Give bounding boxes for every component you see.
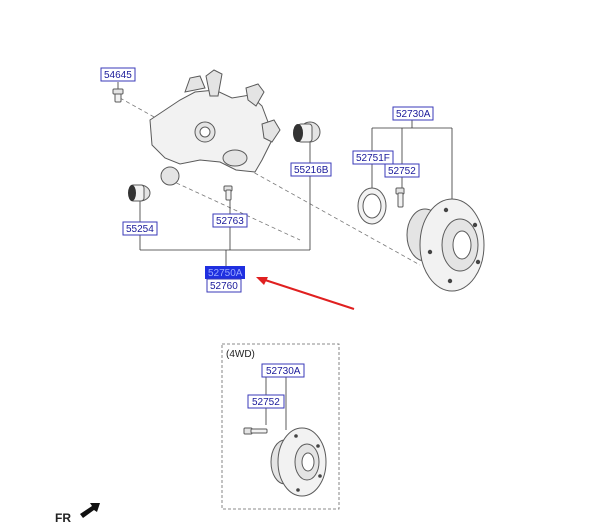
bolt-54645 <box>112 88 124 103</box>
svg-text:52730A: 52730A <box>266 366 301 377</box>
variant-title: (4WD) <box>226 349 255 360</box>
svg-text:52751F: 52751F <box>356 153 390 164</box>
bolt-52752 <box>395 187 405 208</box>
label-55216b[interactable]: 55216B <box>290 162 332 177</box>
front-marker: FR <box>55 503 100 524</box>
label-54645[interactable]: 54645 <box>100 67 136 82</box>
svg-text:54645: 54645 <box>104 70 132 81</box>
svg-text:52760: 52760 <box>210 281 238 292</box>
leader-lines <box>117 82 453 266</box>
label-52751f[interactable]: 52751F <box>352 150 394 165</box>
rear-knuckle <box>149 69 281 186</box>
callout-arrow <box>256 277 355 310</box>
bolt-52763 <box>223 185 233 201</box>
wheel-hub-52730a <box>406 198 485 292</box>
svg-text:52750A: 52750A <box>208 268 243 279</box>
svg-text:52752: 52752 <box>252 397 280 408</box>
label-52730a[interactable]: 52730A <box>392 106 434 121</box>
label-52730a-4wd[interactable]: 52730A <box>261 363 305 378</box>
svg-text:55216B: 55216B <box>294 165 329 176</box>
svg-text:52730A: 52730A <box>396 109 431 120</box>
svg-text:52763: 52763 <box>216 216 244 227</box>
svg-text:FR: FR <box>55 511 71 524</box>
svg-text:55254: 55254 <box>126 224 154 235</box>
variant-4wd-box: (4WD) <box>221 343 340 510</box>
label-52752[interactable]: 52752 <box>384 163 420 178</box>
svg-text:52752: 52752 <box>388 166 416 177</box>
snap-ring-52751f <box>357 187 387 225</box>
label-55254[interactable]: 55254 <box>122 221 158 236</box>
arrow-icon <box>80 503 100 518</box>
label-52752-4wd[interactable]: 52752 <box>247 394 285 409</box>
bushing-55216b <box>293 121 321 143</box>
bushing-55254 <box>128 184 151 202</box>
label-52760[interactable]: 52760 <box>206 278 242 293</box>
assembly-axis-line-2 <box>169 179 301 241</box>
label-52750a-highlighted[interactable]: 52750A <box>205 266 245 279</box>
label-52763[interactable]: 52763 <box>212 213 248 228</box>
